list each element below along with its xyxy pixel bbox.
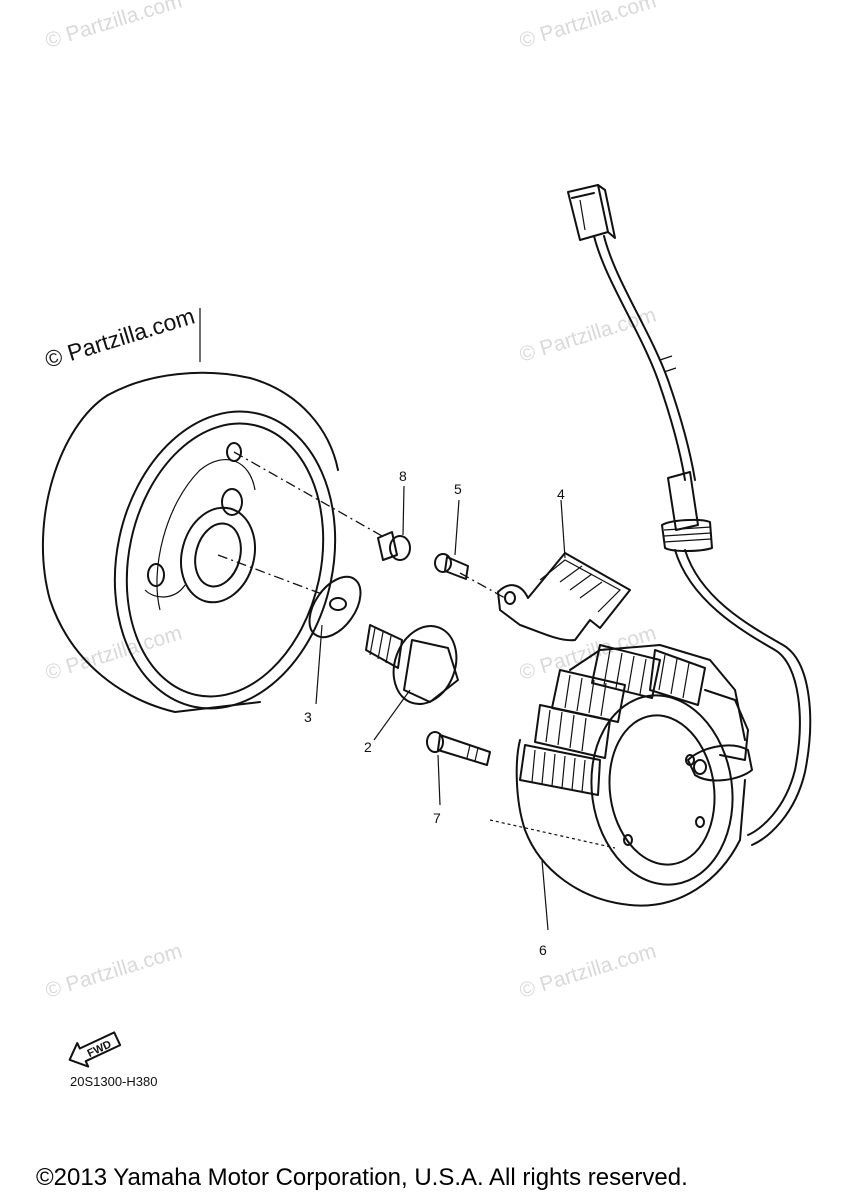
- flange-bolt: [365, 624, 459, 705]
- washer: [308, 575, 362, 639]
- callout-3: 3: [304, 709, 312, 725]
- long-bolt: [426, 731, 491, 766]
- stator: [515, 644, 753, 931]
- centerline: [489, 819, 616, 849]
- screw-8: [377, 531, 411, 561]
- callout-7: 7: [433, 810, 441, 826]
- watermarks: © Partzilla.com © Partzilla.com © Partzi…: [43, 0, 659, 1003]
- callout-2: 2: [364, 739, 372, 755]
- callout-4: 4: [557, 486, 565, 502]
- callout-8: 8: [399, 468, 407, 484]
- bracket: [497, 552, 631, 642]
- watermark-main: © Partzilla.com: [42, 303, 198, 373]
- centerline: [217, 554, 323, 595]
- callout-6: 6: [539, 942, 547, 958]
- centerline: [233, 451, 383, 537]
- callout-leaders: [315, 485, 566, 806]
- wire-harness: [567, 184, 812, 846]
- callout-5: 5: [454, 481, 462, 497]
- fwd-label: FWD: [86, 1038, 114, 1059]
- watermark-text: © Partzilla.com: [517, 0, 659, 53]
- watermark-text: © Partzilla.com: [43, 939, 185, 1002]
- diagram-code: 20S1300-H380: [70, 1074, 157, 1089]
- flywheel-rotor: [42, 308, 339, 713]
- screw-5: [434, 553, 469, 580]
- fwd-arrow-icon: FWD: [68, 1031, 122, 1068]
- copyright-text: ©2013 Yamaha Motor Corporation, U.S.A. A…: [36, 1164, 688, 1191]
- watermark-text: © Partzilla.com: [43, 0, 185, 53]
